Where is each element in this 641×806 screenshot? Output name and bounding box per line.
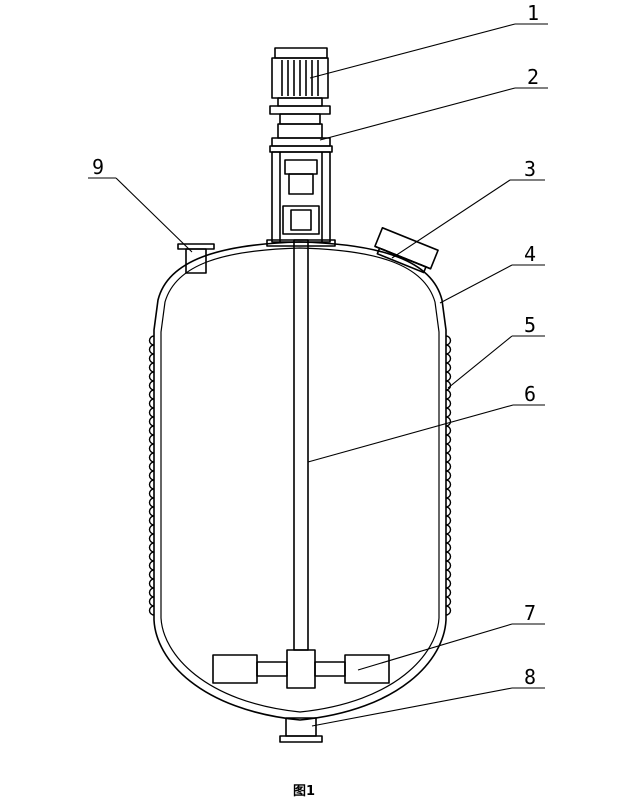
leader-lines xyxy=(88,23,548,727)
coil-bump xyxy=(148,605,155,616)
label-1: 1 xyxy=(527,1,539,25)
manhole xyxy=(374,226,439,274)
agitator-shaft xyxy=(293,239,309,651)
bottom-outlet xyxy=(279,717,323,743)
reducer xyxy=(269,113,333,153)
label-6: 6 xyxy=(524,382,536,406)
motor xyxy=(269,47,331,115)
jacket-coils xyxy=(148,335,155,616)
figure-caption: 图1 xyxy=(293,784,315,799)
label-5: 5 xyxy=(524,313,536,337)
coil-bump xyxy=(445,605,452,616)
jacket-coils-right xyxy=(445,335,452,616)
left-nozzle xyxy=(177,243,215,274)
label-4: 4 xyxy=(524,242,536,266)
support-frame xyxy=(266,151,336,247)
label-9: 9 xyxy=(92,155,104,179)
label-3: 3 xyxy=(524,157,536,181)
label-2: 2 xyxy=(527,65,539,89)
label-8: 8 xyxy=(524,665,536,689)
vessel-shell xyxy=(153,241,447,721)
label-7: 7 xyxy=(524,601,536,625)
impeller xyxy=(212,649,390,689)
